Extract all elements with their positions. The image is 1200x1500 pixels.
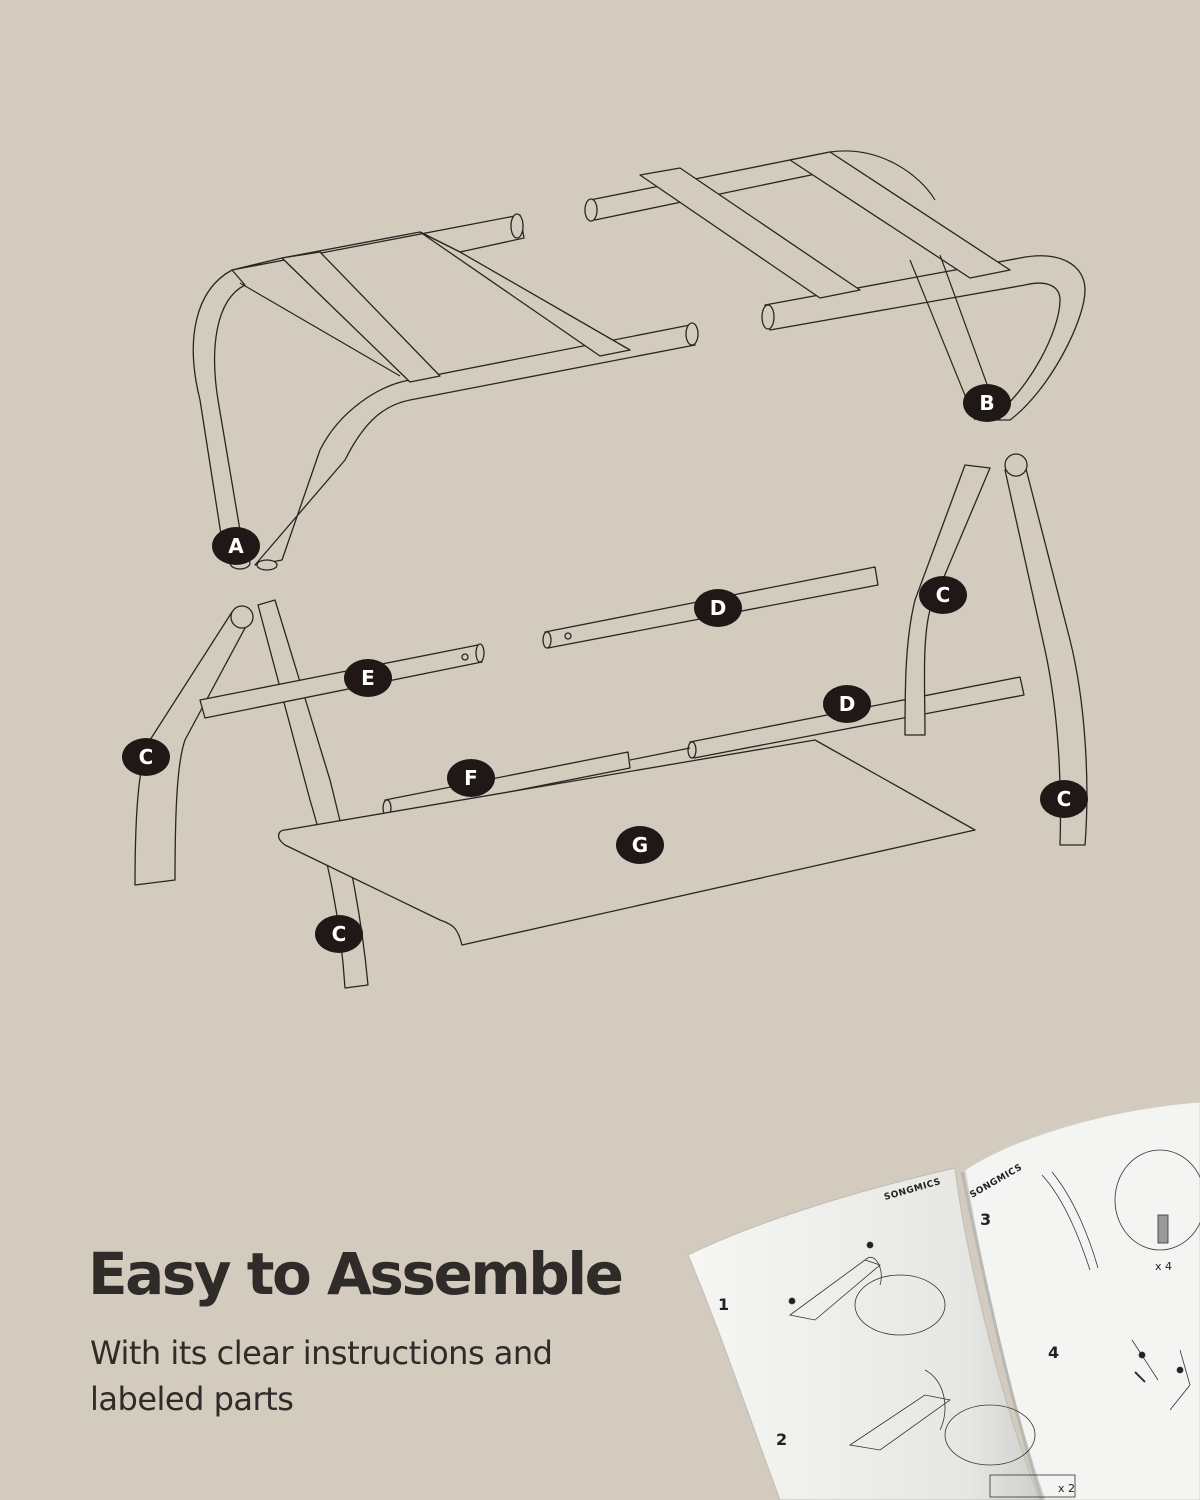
part-label-e: E (344, 659, 392, 697)
part-label-a: A (212, 527, 260, 565)
step-4-sketch (1131, 1339, 1191, 1411)
part-label-c: C (315, 915, 363, 953)
step-number-1: 1 (718, 1295, 729, 1314)
left-leg-assembly (134, 599, 485, 989)
part-label-c: C (919, 576, 967, 614)
quantity-x4: x 4 (1155, 1260, 1172, 1273)
instruction-booklet-image: SONGMICS SONGMICS 1 2 3 4 x 2 x 4 (680, 1100, 1200, 1500)
step-number-3: 3 (980, 1210, 991, 1229)
part-a-top-frame-left (192, 213, 699, 571)
part-label-d: D (823, 685, 871, 723)
exploded-parts-diagram (134, 150, 1088, 989)
part-label-c: C (1040, 780, 1088, 818)
step-1-sketch (788, 1241, 946, 1336)
step-number-4: 4 (1048, 1343, 1059, 1362)
part-label-f: F (447, 759, 495, 797)
step-2-sketch (848, 1369, 1076, 1498)
part-label-b: B (963, 384, 1011, 422)
part-label-d: D (694, 589, 742, 627)
headline: Easy to Assemble (88, 1240, 624, 1308)
quantity-x2: x 2 (1058, 1482, 1075, 1495)
step-number-2: 2 (776, 1430, 787, 1449)
subline: With its clear instructions and labeled … (90, 1334, 553, 1418)
part-label-c: C (122, 738, 170, 776)
part-label-g: G (616, 826, 664, 864)
part-b-top-frame-right (584, 150, 1086, 421)
step-3-sketch (1041, 1149, 1200, 1271)
